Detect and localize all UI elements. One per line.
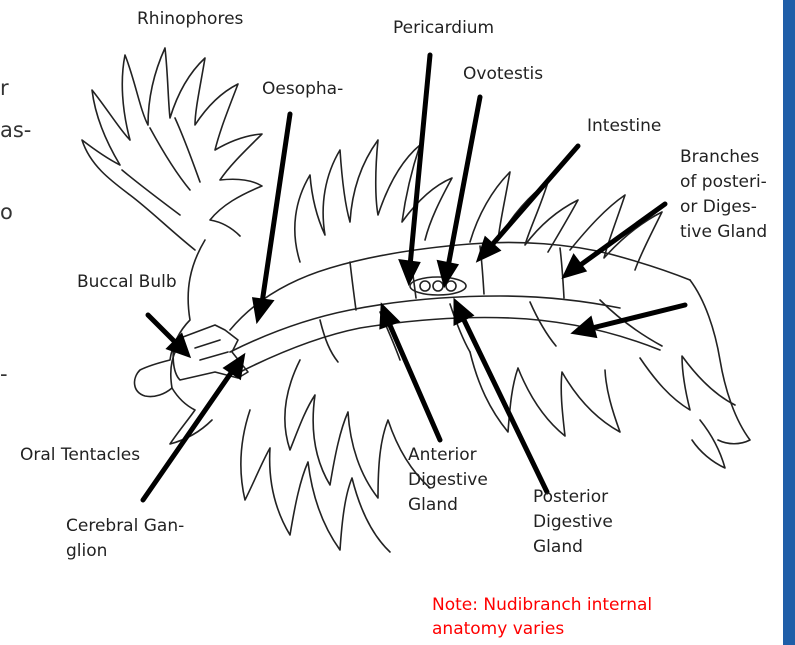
label-cerebral-ganglion-line-1: Cerebral Gan- [66,514,184,539]
label-rhinophores: Rhinophores [137,7,243,32]
label-anterior-dg-line-3: Gland [408,493,488,518]
label-anterior-dg-line-2: Digestive [408,468,488,493]
anatomy-note-line-1: Note: Nudibranch internal [432,593,652,617]
label-ovotestis: Ovotestis [463,62,543,87]
label-posterior-dg-line-2: Digestive [533,510,613,535]
label-branches-line-3: or Diges- [680,195,767,220]
label-cerebral-ganglion-line-2: glion [66,539,184,564]
label-oesophagus: Oesopha- [262,77,343,102]
label-pericardium: Pericardium [393,16,494,41]
label-branches-line-2: of posteri- [680,170,767,195]
pointer-intestine [491,146,578,246]
pointer-cerebral-ganglion [143,370,233,500]
anatomy-note: Note: Nudibranch internal anatomy varies [432,593,652,641]
pointer-posterior-branch [592,305,685,328]
label-posterior-dg-line-3: Gland [533,535,613,560]
label-branches-line-4: tive Gland [680,220,767,245]
label-posterior-dg: Posterior Digestive Gland [533,485,613,560]
pointer-buccal-bulb [148,315,177,344]
label-branches-line-1: Branches [680,145,767,170]
tail-outline [690,280,750,444]
label-anterior-dg-line-1: Anterior [408,443,488,468]
ovotestis-shape [410,277,466,295]
pointer-anterior-dg [389,323,440,440]
pointer-oesophagus [262,114,290,303]
label-intestine: Intestine [587,114,661,139]
anatomy-note-line-2: anatomy varies [432,617,652,641]
dorsal-cerata [295,140,452,262]
pointer-ovotestis [448,97,480,267]
accent-bar [783,0,795,645]
label-oral-tentacles: Oral Tentacles [20,443,140,468]
digestive-tract [230,296,620,352]
head-cerata [82,48,262,250]
label-branches: Branches of posteri- or Diges- tive Glan… [680,145,767,245]
label-buccal-bulb: Buccal Bulb [77,270,177,295]
label-anterior-dg: Anterior Digestive Gland [408,443,488,518]
label-cerebral-ganglion: Cerebral Gan- glion [66,514,184,564]
label-posterior-dg-line-1: Posterior [533,485,613,510]
